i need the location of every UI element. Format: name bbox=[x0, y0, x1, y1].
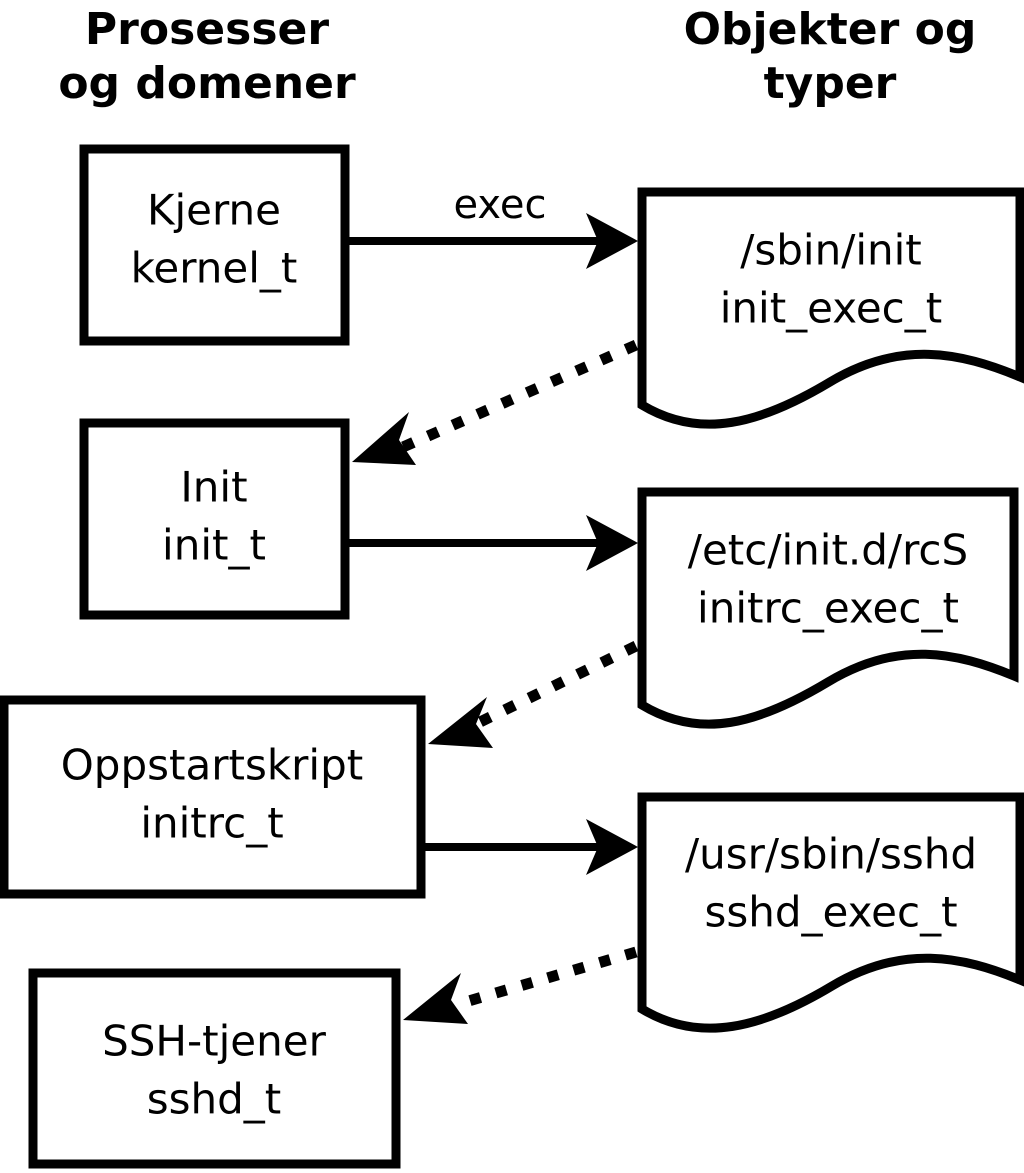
column-header-processes-line1: Prosesser bbox=[85, 4, 329, 55]
edge-init-exec-to-init-arrowhead bbox=[352, 412, 416, 465]
edge-initrc-to-sshd-exec bbox=[425, 819, 638, 875]
node-sshd-line2: sshd_t bbox=[147, 1075, 282, 1124]
edge-initrc-to-sshd-exec-arrowhead bbox=[586, 819, 638, 875]
node-initrc-exec-line1: /etc/init.d/rcS bbox=[688, 526, 968, 575]
edge-initrc-exec-to-initrc-arrowhead bbox=[428, 697, 493, 748]
node-init-exec-document[interactable] bbox=[637, 187, 1024, 429]
node-sshd[interactable]: SSH-tjener sshd_t bbox=[28, 968, 401, 1169]
node-init-exec-line1: /sbin/init bbox=[740, 226, 922, 275]
node-sshd-box[interactable] bbox=[28, 968, 401, 1169]
column-header-objects-line2: typer bbox=[764, 58, 897, 109]
edge-kernel-to-init-exec-arrowhead bbox=[586, 213, 638, 269]
node-sshd-exec[interactable]: /usr/sbin/sshd sshd_exec_t bbox=[637, 792, 1024, 1033]
edge-sshd-exec-to-sshd bbox=[403, 946, 638, 1024]
column-header-processes: Prosesser og domener bbox=[58, 4, 356, 109]
node-initrc-exec[interactable]: /etc/init.d/rcS initrc_exec_t bbox=[637, 487, 1019, 729]
node-initrc-line1: Oppstartskript bbox=[61, 741, 363, 790]
edge-init-to-initrc-exec-arrowhead bbox=[586, 515, 638, 571]
node-init-box[interactable] bbox=[79, 418, 350, 620]
column-header-objects-line1: Objekter og bbox=[684, 4, 977, 55]
node-init-exec-line2: init_exec_t bbox=[720, 284, 943, 333]
node-init[interactable]: Init init_t bbox=[79, 418, 350, 620]
node-kernel[interactable]: Kjerne kernel_t bbox=[79, 144, 350, 346]
column-header-objects: Objekter og typer bbox=[684, 4, 977, 109]
edge-label-exec: exec bbox=[454, 182, 547, 228]
node-initrc-exec-line2: initrc_exec_t bbox=[697, 584, 959, 633]
node-sshd-line1: SSH-tjener bbox=[102, 1017, 326, 1066]
node-initrc-exec-document[interactable] bbox=[637, 487, 1019, 729]
node-init-line1: Init bbox=[180, 463, 247, 512]
edge-sshd-exec-to-sshd-arrowhead bbox=[403, 973, 468, 1024]
node-init-line2: init_t bbox=[162, 521, 266, 570]
edge-init-exec-to-init bbox=[352, 339, 639, 465]
node-sshd-exec-document[interactable] bbox=[637, 792, 1024, 1033]
edge-initrc-exec-to-initrc bbox=[428, 641, 639, 748]
edge-kernel-to-init-exec: exec bbox=[349, 182, 638, 269]
node-initrc[interactable]: Oppstartskript initrc_t bbox=[0, 695, 426, 899]
column-header-processes-line2: og domener bbox=[58, 58, 356, 109]
node-kernel-line1: Kjerne bbox=[147, 186, 281, 235]
node-initrc-line2: initrc_t bbox=[140, 799, 283, 848]
node-kernel-box[interactable] bbox=[79, 144, 350, 346]
edge-init-exec-to-init-line bbox=[400, 339, 639, 453]
edge-sshd-exec-to-sshd-line bbox=[453, 946, 638, 1011]
node-sshd-exec-line2: sshd_exec_t bbox=[704, 888, 957, 937]
edge-init-to-initrc-exec bbox=[349, 515, 638, 571]
node-initrc-box[interactable] bbox=[0, 695, 426, 899]
node-init-exec[interactable]: /sbin/init init_exec_t bbox=[637, 187, 1024, 429]
node-sshd-exec-line1: /usr/sbin/sshd bbox=[685, 830, 977, 879]
node-kernel-line2: kernel_t bbox=[131, 244, 298, 293]
edge-initrc-exec-to-initrc-line bbox=[477, 641, 639, 727]
